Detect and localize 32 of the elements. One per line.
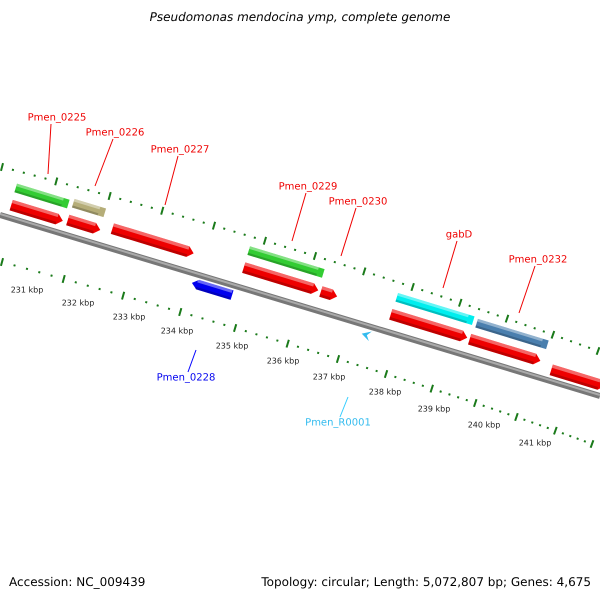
gene-label: Pmen_0229 [278, 182, 338, 192]
leader-line [442, 240, 458, 288]
leader-line [48, 124, 52, 174]
position-label: 240 kbp [468, 420, 500, 430]
genome-summary-text: Topology: circular; Length: 5,072,807 bp; Genes: 4,675 [261, 575, 591, 589]
position-label: 234 kbp [160, 326, 194, 336]
accession-text: Accession: NC_009439 [9, 575, 146, 589]
position-label: 232 kbp [62, 298, 94, 308]
gene-label: Pmen_0225 [28, 112, 86, 124]
gene-label: Pmen_0227 [150, 144, 210, 156]
position-label: 241 kbp [518, 438, 552, 448]
gene-label: gabD [446, 230, 472, 240]
position-label: 235 kbp [216, 342, 248, 350]
leader-line [340, 208, 356, 256]
leader-line [164, 156, 178, 206]
leader-line [94, 138, 114, 186]
diagram-title: Pseudomonas mendocina ymp, complete genome [148, 10, 452, 24]
gene-label: Pmen_R0001 [305, 418, 371, 428]
gene-label: Pmen_0228 [156, 372, 216, 384]
position-label: 237 kbp [312, 372, 346, 382]
gene-label: Pmen_0226 [86, 128, 144, 138]
leader-line [292, 192, 306, 242]
position-label: 233 kbp [112, 312, 146, 322]
gene-label: Pmen_0232 [508, 254, 568, 266]
position-label: 238 kbp [368, 388, 402, 396]
leader-line [340, 396, 348, 418]
leader-line [188, 350, 196, 372]
position-label: 236 kbp [266, 356, 300, 366]
position-label: 231 kbp [10, 286, 44, 294]
leader-line [518, 266, 536, 314]
position-label: 239 kbp [418, 404, 450, 414]
gene-label: Pmen_0230 [328, 196, 388, 208]
